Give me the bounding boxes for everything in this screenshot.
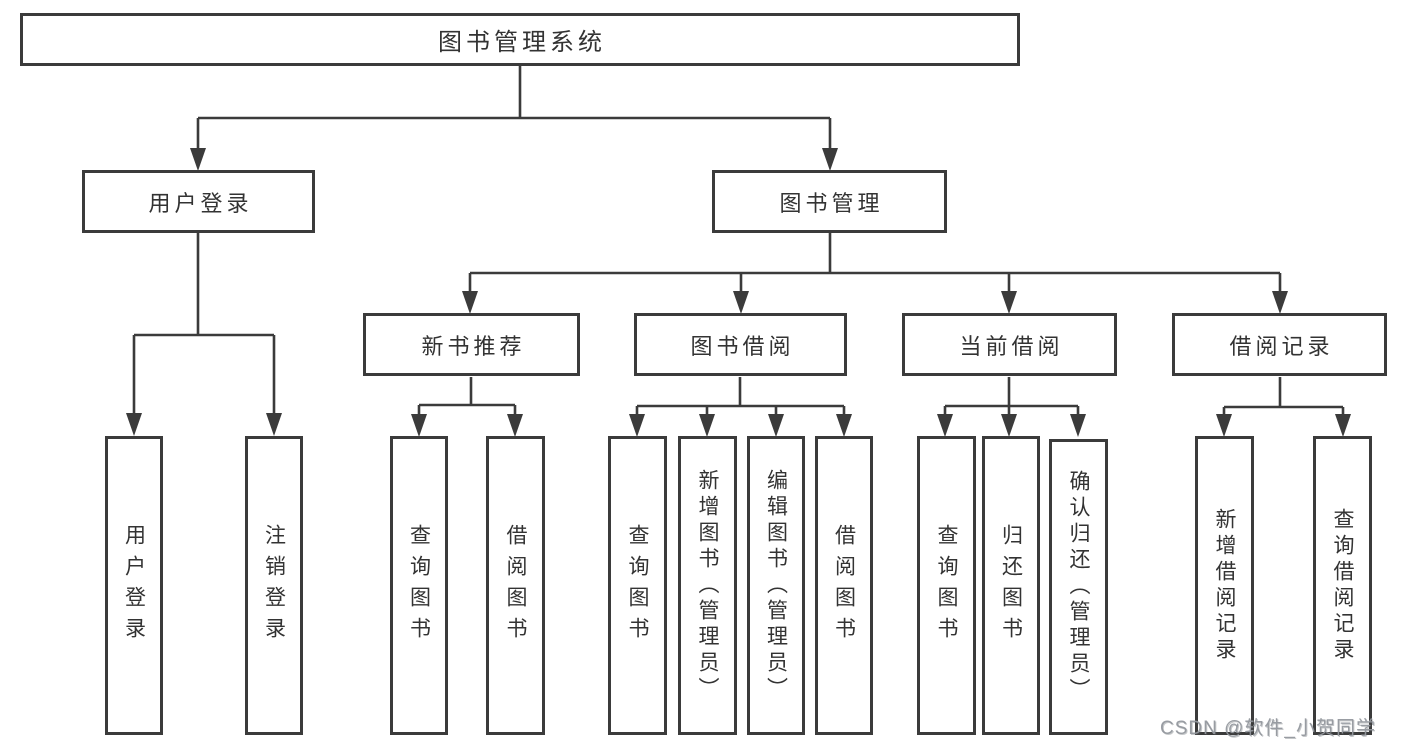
node-leaf-query-borrow-record: 查询借阅记录 [1313,436,1372,735]
node-borrowing-records: 借阅记录 [1172,313,1387,376]
arrow-down-icon [699,414,715,437]
arrow-down-icon [768,414,784,437]
connector-userlogin-to-leaves [132,233,276,418]
arrow-down-icon [733,291,749,314]
arrow-down-icon [190,148,206,171]
arrow-down-icon [126,413,142,436]
arrow-down-icon [462,291,478,314]
arrow-down-icon [1272,291,1288,314]
node-current-borrowing: 当前借阅 [902,313,1117,376]
node-leaf-query-books-current: 查询图书 [917,436,976,735]
arrow-down-icon [266,413,282,436]
arrow-down-icon [836,414,852,437]
connector-records-to-leaves [1222,377,1345,420]
node-leaf-borrow-books: 借阅图书 [815,436,873,735]
connector-bookmgmt-to-level3 [468,233,1282,297]
arrow-down-icon [1070,414,1086,437]
connector-current-to-leaves [943,377,1080,420]
node-leaf-query-books-recommend: 查询图书 [390,436,448,735]
node-user-login: 用户登录 [82,170,315,233]
node-leaf-borrow-books-recommend: 借阅图书 [486,436,545,735]
node-leaf-add-borrow-record: 新增借阅记录 [1195,436,1254,735]
arrow-down-icon [411,414,427,437]
node-leaf-query-books-borrowing: 查询图书 [608,436,667,735]
node-book-management: 图书管理 [712,170,947,233]
arrow-down-icon [507,414,523,437]
node-book-borrowing: 图书借阅 [634,313,847,376]
arrow-down-icon [937,414,953,437]
connector-root-to-level2 [196,66,832,156]
node-leaf-user-login: 用户登录 [105,436,163,735]
node-new-book-recommend: 新书推荐 [363,313,580,376]
arrow-down-icon [1216,414,1232,437]
node-library-management-system: 图书管理系统 [20,13,1020,66]
node-leaf-return-books: 归还图书 [982,436,1040,735]
node-leaf-edit-books-admin: 编辑图书（管理员） [747,436,805,735]
node-leaf-logout: 注销登录 [245,436,303,735]
csdn-watermark: CSDN @软件_小贺同学 [1160,718,1376,739]
node-leaf-confirm-return-admin: 确认归还（管理员） [1049,439,1108,735]
arrow-down-icon [1335,414,1351,437]
arrow-down-icon [822,148,838,171]
connector-borrowing-to-leaves [635,377,846,420]
node-leaf-add-books-admin: 新增图书（管理员） [678,436,737,735]
arrow-down-icon [629,414,645,437]
arrow-down-icon [1001,414,1017,437]
arrow-down-icon [1001,291,1017,314]
connector-newbook-to-leaves [417,377,517,420]
